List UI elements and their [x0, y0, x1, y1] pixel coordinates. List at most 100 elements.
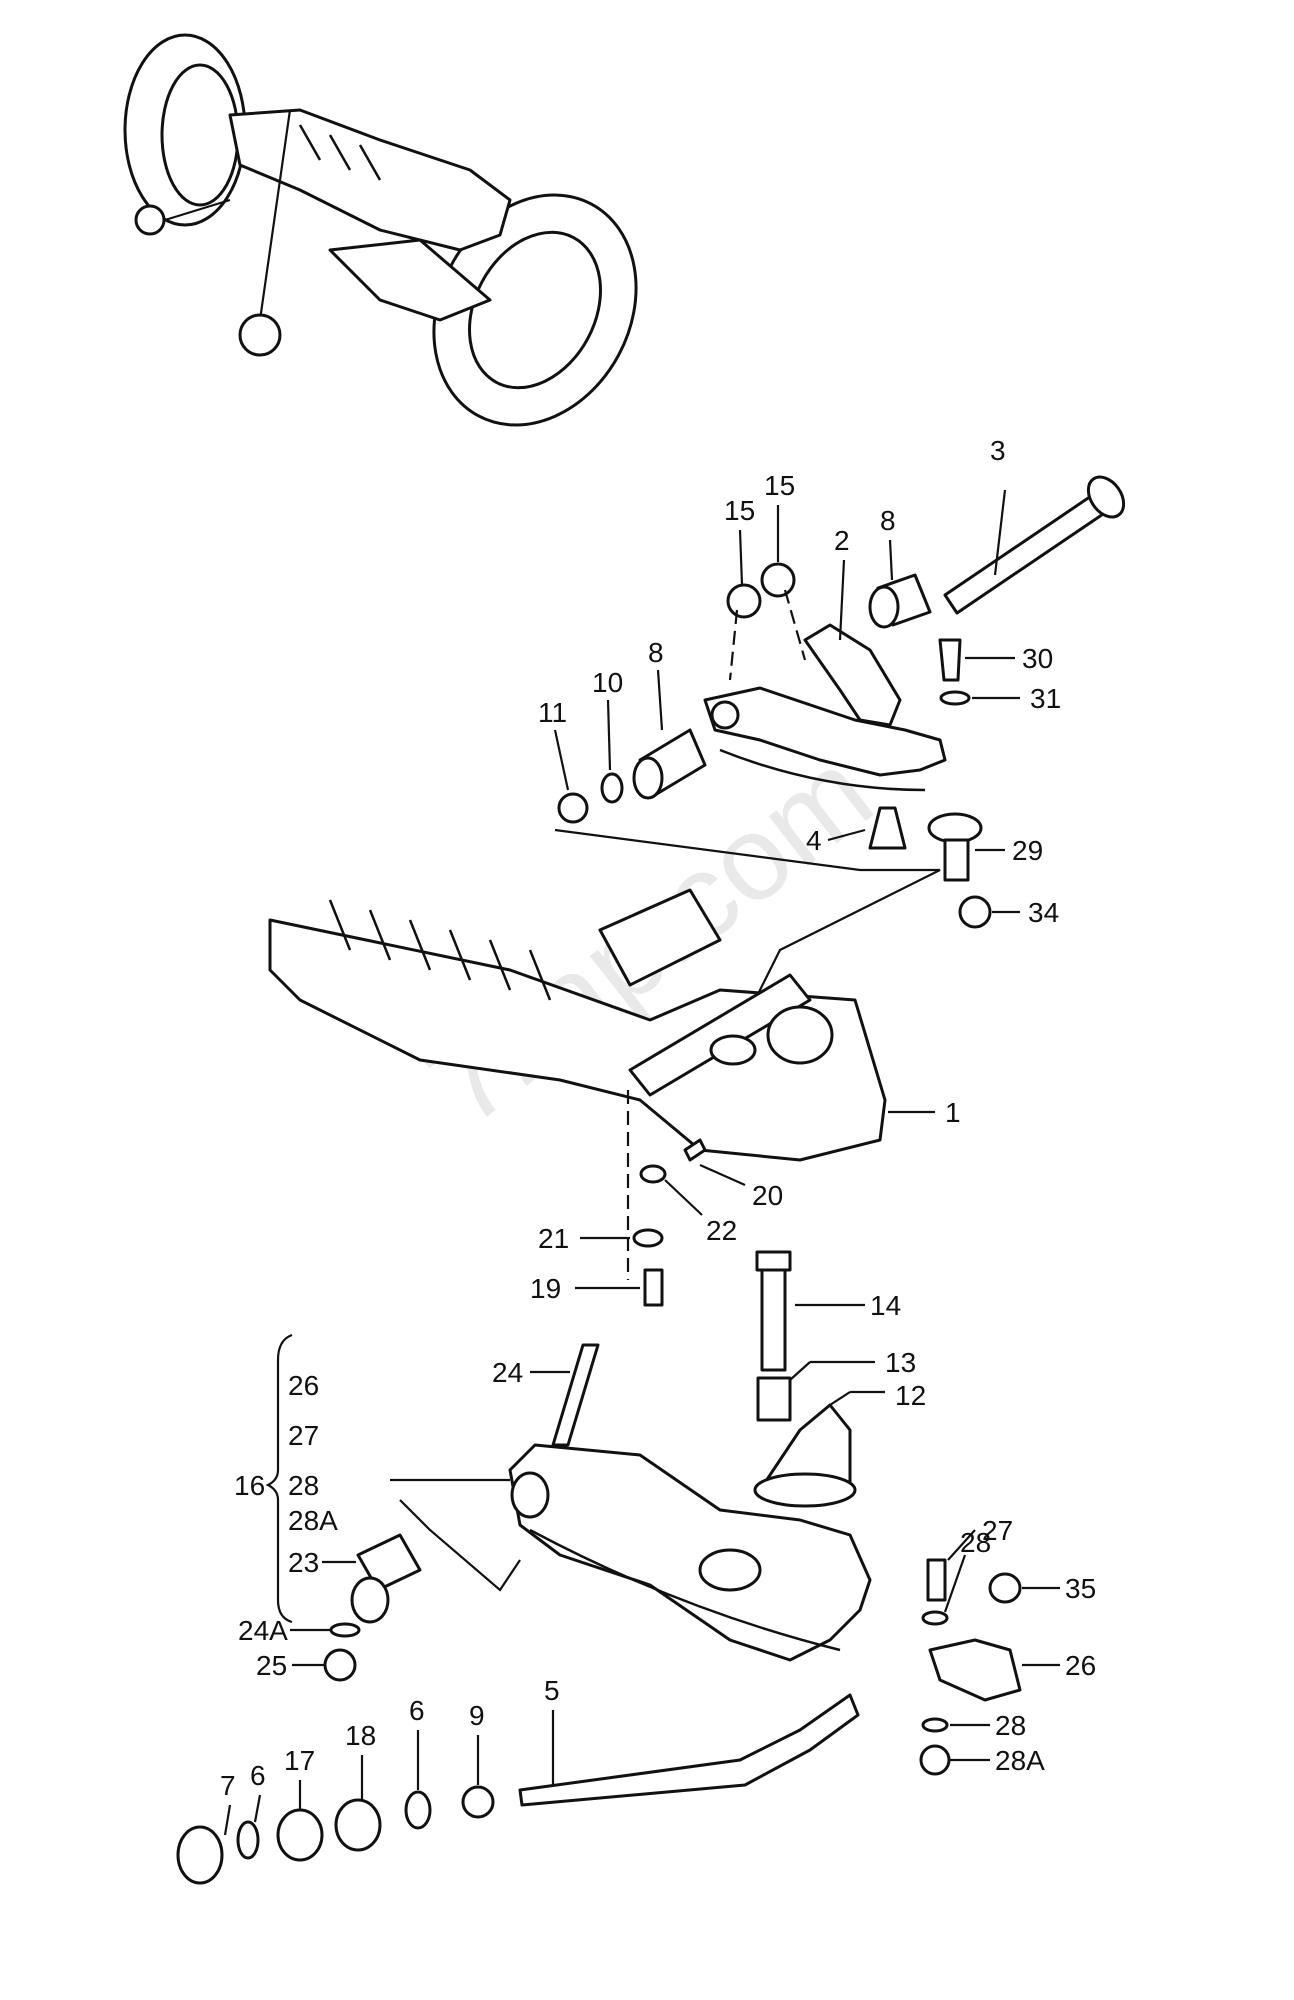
upper-arm-dash-2 — [783, 589, 807, 661]
bracket-item-28A: 28A — [288, 1505, 338, 1536]
leader-28-upper — [943, 1554, 967, 1613]
bolt-14-head — [755, 1250, 792, 1272]
bracket-item-28: 28 — [288, 1470, 319, 1501]
washer-15-left — [726, 583, 762, 619]
ball-joint-26 — [928, 1638, 1022, 1702]
lower-arm-bushing-leader — [399, 1499, 521, 1592]
leader-15-left — [738, 529, 744, 586]
overview-end-link — [134, 204, 166, 236]
nut-28A — [919, 1744, 951, 1776]
label-6-left: 6 — [250, 1760, 266, 1791]
leader-11 — [553, 729, 570, 791]
bushing-8-lower-end — [632, 756, 664, 800]
upper-arm-assembly-outline — [554, 828, 941, 1011]
lock-24A — [329, 1622, 361, 1638]
lower-arm-eye — [510, 1471, 550, 1519]
label-20: 20 — [752, 1180, 783, 1211]
label-22: 22 — [706, 1215, 737, 1246]
leader-12-a — [829, 1391, 851, 1406]
label-28-lower: 28 — [995, 1710, 1026, 1741]
label-group: 3 2 8 15 15 30 31 8 10 11 4 29 34 1 20 2… — [220, 435, 1096, 1836]
screw-30 — [938, 638, 962, 682]
bolt-24 — [551, 1343, 600, 1447]
crossmember-ribs — [328, 899, 552, 1001]
washer-22 — [639, 1164, 667, 1184]
pivot-bolt-3-head — [1086, 475, 1126, 519]
bushing-18 — [334, 1798, 382, 1852]
label-16: 16 — [234, 1470, 265, 1501]
label-1: 1 — [945, 1097, 961, 1128]
label-18: 18 — [345, 1720, 376, 1751]
leader-8-upper — [888, 539, 894, 581]
crossmember-group — [268, 888, 887, 1162]
lock-31 — [939, 690, 971, 706]
label-34: 34 — [1028, 897, 1059, 928]
lock-28-lower — [921, 1717, 949, 1733]
sleeve-13 — [756, 1376, 792, 1422]
crossmember-upper-flange — [598, 888, 722, 987]
bolt-20 — [683, 1138, 707, 1162]
upper-control-arm-2 — [703, 686, 947, 777]
label-10: 10 — [592, 667, 623, 698]
bushing-8-upper-end — [868, 585, 900, 629]
crossmember-1 — [268, 918, 887, 1162]
label-21: 21 — [538, 1223, 569, 1254]
nut-34 — [958, 895, 992, 929]
bracket-16 — [265, 1333, 293, 1624]
lower-arm-spring-seat — [698, 1548, 762, 1592]
ball-joint-29-stud — [943, 838, 970, 882]
label-14: 14 — [870, 1290, 901, 1321]
pivot-bolt-3 — [943, 488, 1114, 615]
ball-joint-29-flange — [927, 812, 983, 844]
bolt-14 — [760, 1266, 787, 1372]
label-24: 24 — [492, 1357, 523, 1388]
overview-link-bar — [164, 198, 231, 222]
label-6-right: 6 — [409, 1695, 425, 1726]
label-17: 17 — [284, 1745, 315, 1776]
label-26: 26 — [1065, 1650, 1096, 1681]
strut-rod-group — [176, 1693, 860, 1885]
label-8-lower: 8 — [648, 637, 664, 668]
overview-stabilizer — [258, 109, 292, 321]
bracket-item-27: 27 — [288, 1420, 319, 1451]
leader-13-a — [789, 1361, 811, 1381]
leader-2 — [838, 559, 846, 641]
lower-arm-group — [323, 1250, 1022, 1776]
label-7: 7 — [220, 1770, 236, 1801]
bolt-19 — [643, 1268, 664, 1307]
overview-lower-arm — [328, 238, 492, 322]
label-15-right: 15 — [764, 470, 795, 501]
label-15-left: 15 — [724, 495, 755, 526]
lock-28-upper — [921, 1610, 949, 1626]
label-12: 12 — [895, 1380, 926, 1411]
upper-arm-eye — [710, 700, 740, 730]
label-31: 31 — [1030, 683, 1061, 714]
label-5: 5 — [544, 1675, 560, 1706]
leader-3 — [993, 489, 1007, 576]
crossmember-mount-bracket — [628, 973, 812, 1097]
nut-9 — [461, 1785, 495, 1819]
label-25: 25 — [256, 1650, 287, 1681]
left-wheel-hub-drawing — [160, 63, 240, 207]
label-13: 13 — [885, 1347, 916, 1378]
overview-assembly — [123, 33, 638, 427]
upper-arm-flange — [719, 748, 926, 792]
label-24A: 24A — [238, 1615, 288, 1646]
label-30: 30 — [1022, 643, 1053, 674]
lower-arm-flange — [529, 1528, 841, 1652]
bushing-23-end — [350, 1576, 390, 1624]
bracket-item-26: 26 — [288, 1370, 319, 1401]
crossmember-spring-seat — [766, 1005, 834, 1065]
bushing-17 — [276, 1808, 324, 1862]
nut-11 — [557, 792, 589, 824]
washer-6-right — [404, 1790, 432, 1830]
label-28-upper: 28 — [960, 1527, 991, 1558]
label-3: 3 — [990, 435, 1006, 466]
label-2: 2 — [834, 525, 850, 556]
label-35: 35 — [1065, 1573, 1096, 1604]
leader-6-left — [253, 1794, 262, 1823]
leader-10 — [606, 699, 612, 771]
leader-4 — [827, 828, 866, 842]
